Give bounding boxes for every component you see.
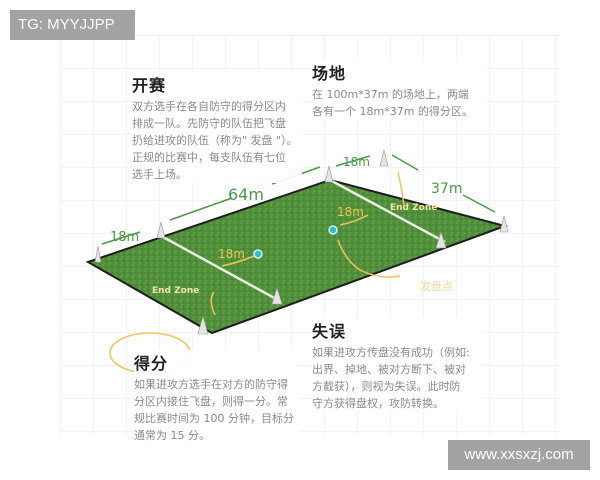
field-grass bbox=[85, 178, 509, 335]
brick-mark-left bbox=[253, 249, 263, 259]
end-zone-label-left: End Zone bbox=[152, 286, 199, 296]
section-line: 选手上场。 bbox=[132, 168, 187, 181]
dimension-label: 37m bbox=[431, 181, 462, 197]
section-line: 分区内接住飞盘，则得一分。常 bbox=[134, 395, 288, 408]
section-line: 方截获），则视为失误。此时防 bbox=[312, 380, 461, 393]
section-line: 在 100m*37m 的场地上，两端 bbox=[312, 88, 469, 101]
cone-icon bbox=[94, 149, 509, 335]
section-line: 双方选手在各自防守的得分区内 bbox=[132, 100, 286, 113]
section-line: 如果进攻方传盘没有成功（例如: bbox=[312, 346, 470, 359]
section-title: 场地 bbox=[312, 64, 347, 83]
dimension-label: 18m bbox=[110, 230, 139, 245]
goal-line-right bbox=[329, 178, 446, 244]
section-title: 得分 bbox=[134, 354, 169, 373]
section-line: 如果进攻方选手在对方的防守得 bbox=[134, 378, 288, 391]
section-line: 排成一队。先防守的队伍把飞盘 bbox=[132, 117, 286, 130]
section-line: 正规的比赛中，每支队伍有七位 bbox=[132, 151, 286, 164]
dimension-label: 18m bbox=[343, 155, 370, 169]
dimension-label: 64m bbox=[228, 185, 264, 204]
goal-line-left bbox=[162, 235, 279, 302]
section-line: 守方获得盘权，攻防转换。 bbox=[312, 397, 444, 410]
section-title: 开赛 bbox=[132, 76, 167, 95]
watermark-top-left: TG: MYYJJPP bbox=[10, 10, 135, 40]
brick-point-label: 发盘点 bbox=[420, 279, 453, 293]
brick-distance-label: 18m bbox=[218, 247, 245, 261]
section-line: 通常为 15 分。 bbox=[134, 429, 210, 442]
section-line: 扔给进攻的队伍（称为" 发盘 "）。 bbox=[132, 134, 298, 147]
brick-mark-right bbox=[328, 225, 338, 235]
section-line: 各有一个 18m*37m 的得分区。 bbox=[312, 105, 473, 118]
section-field: 场地 在 100m*37m 的场地上，两端 各有一个 18m*37m 的得分区。 bbox=[312, 60, 487, 120]
brick-distance-label: 18m bbox=[337, 205, 364, 219]
section-turnover: 失误 如果进攻方传盘没有成功（例如: 出界、掉地、被对方断下、被对 方截获），则… bbox=[312, 318, 482, 412]
section-title: 失误 bbox=[312, 322, 347, 341]
section-start: 开赛 双方选手在各自防守的得分区内 排成一队。先防守的队伍把飞盘 扔给进攻的队伍… bbox=[132, 72, 302, 183]
section-line: 规比赛时间为 100 分钟，目标分 bbox=[134, 412, 294, 425]
watermark-bottom-right: www.xxsxzj.com bbox=[448, 440, 590, 470]
end-zone-label-right: End Zone bbox=[390, 203, 437, 213]
section-score: 得分 如果进攻方选手在对方的防守得 分区内接住飞盘，则得一分。常 规比赛时间为 … bbox=[134, 350, 299, 444]
section-line: 出界、掉地、被对方断下、被对 bbox=[312, 363, 466, 376]
